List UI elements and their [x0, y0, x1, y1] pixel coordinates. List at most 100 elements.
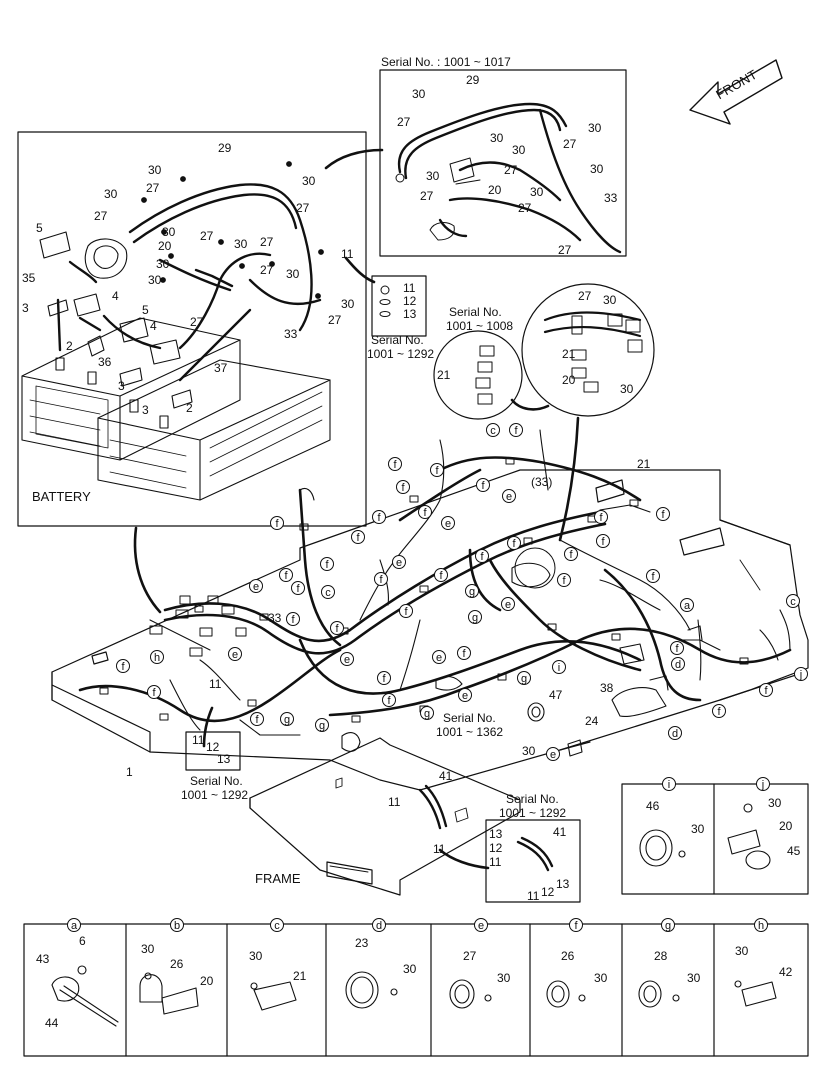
serial-1362-line1: Serial No.: [443, 711, 496, 725]
callout-f: f: [457, 646, 471, 660]
part-28: 28: [654, 949, 668, 963]
callout-c: c: [786, 594, 800, 608]
part-21: 21: [637, 457, 651, 471]
part-20: 20: [200, 974, 214, 988]
callout-i: i: [552, 660, 566, 674]
callout-f: f: [712, 704, 726, 718]
part-13: 13: [556, 877, 570, 891]
part-27: 27: [260, 235, 274, 249]
serial-top-title: Serial No. : 1001 ~ 1017: [381, 55, 511, 69]
callout-e: e: [228, 647, 242, 661]
part-26: 26: [561, 949, 575, 963]
cable-41-inset-frame: [485, 819, 581, 903]
part-30: 30: [148, 273, 162, 287]
part-3: 3: [22, 301, 29, 315]
bolt-washer-inset-frame: [371, 275, 427, 337]
part-27: 27: [463, 949, 477, 963]
part-30: 30: [286, 267, 300, 281]
callout-e: e: [546, 747, 560, 761]
serial-1008-callout: [433, 330, 523, 420]
callout-f: f: [418, 505, 432, 519]
callout-e: e: [458, 688, 472, 702]
part-33: 33: [604, 191, 618, 205]
part-30: 30: [148, 163, 162, 177]
part-30: 30: [687, 971, 701, 985]
part-20: 20: [158, 239, 172, 253]
callout-d: d: [671, 657, 685, 671]
part-27: 27: [296, 201, 310, 215]
harness-33-ref: (33): [531, 475, 553, 489]
part-3: 3: [118, 379, 125, 393]
callout-e: e: [432, 650, 446, 664]
part-27: 27: [146, 181, 160, 195]
part-27: 27: [94, 209, 108, 223]
callout-f: f: [475, 549, 489, 563]
part-29: 29: [466, 73, 480, 87]
part-30: 30: [530, 185, 544, 199]
part-27: 27: [200, 229, 214, 243]
part-42: 42: [779, 965, 793, 979]
serial-1292-left-line2: 1001 ~ 1292: [181, 788, 249, 802]
callout-f: f: [596, 534, 610, 548]
callout-f: f: [374, 572, 388, 586]
callout-f: f: [430, 463, 444, 477]
part-30: 30: [594, 971, 608, 985]
callout-c: c: [321, 585, 335, 599]
part-45: 45: [787, 844, 801, 858]
detail-j-letter: j: [756, 777, 770, 791]
callout-f: f: [564, 547, 578, 561]
part-11: 11: [527, 889, 540, 903]
callout-f: f: [279, 568, 293, 582]
callout-f: f: [351, 530, 365, 544]
detail-i-letter: i: [662, 777, 676, 791]
part-33: 33: [284, 327, 298, 341]
leader-arrows: [133, 148, 580, 870]
detail-panel-ij: [621, 783, 809, 895]
part-21: 21: [293, 969, 307, 983]
floor-plate: [249, 737, 521, 896]
part-26: 26: [170, 957, 184, 971]
callout-f: f: [476, 478, 490, 492]
callout-f: f: [507, 536, 521, 550]
part-30: 30: [412, 87, 426, 101]
serial-1008-line1: Serial No.: [449, 305, 502, 319]
part-11: 11: [192, 733, 205, 747]
callout-f: f: [320, 557, 334, 571]
callout-e: e: [502, 489, 516, 503]
part-44: 44: [45, 1016, 59, 1030]
part-37: 37: [214, 361, 228, 375]
serial-1017-inset-frame: [379, 69, 627, 257]
part-30: 30: [620, 382, 634, 396]
part-30: 30: [341, 297, 355, 311]
part-4: 4: [150, 319, 157, 333]
part-1: 1: [126, 765, 133, 779]
callout-f: f: [330, 621, 344, 635]
part-27: 27: [563, 137, 577, 151]
part-30: 30: [768, 796, 782, 810]
part-21: 21: [562, 347, 576, 361]
battery-drawing: [21, 231, 331, 501]
callout-f: f: [646, 569, 660, 583]
callout-g: g: [420, 706, 434, 720]
part-27: 27: [260, 263, 274, 277]
callout-f: f: [509, 423, 523, 437]
callout-j: j: [794, 667, 808, 681]
part-30: 30: [735, 944, 749, 958]
part-12: 12: [541, 885, 555, 899]
part-11: 11: [433, 842, 446, 856]
part-30: 30: [156, 257, 170, 271]
callout-f: f: [270, 516, 284, 530]
left-connectors: [149, 595, 247, 657]
battery-inset-frame: [17, 131, 367, 527]
part-11: 11: [209, 677, 222, 691]
callout-e: e: [340, 652, 354, 666]
callout-g: g: [465, 584, 479, 598]
part-23: 23: [355, 936, 369, 950]
callout-f: f: [147, 685, 161, 699]
callout-f: f: [377, 671, 391, 685]
detail-g-letter: g: [661, 918, 675, 932]
part-5: 5: [36, 221, 43, 235]
detail-f-letter: f: [569, 918, 583, 932]
